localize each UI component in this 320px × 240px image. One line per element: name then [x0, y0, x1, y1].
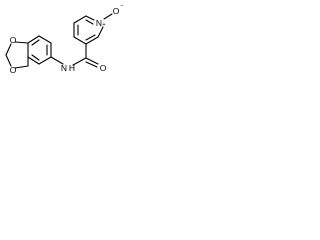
dioxole-oxygen-top: O [10, 35, 17, 45]
oxygen-negative-charge: − [120, 3, 123, 9]
dioxole-ring [5, 41, 29, 69]
dioxole-oxygen-bottom: O [10, 65, 17, 75]
carbonyl-oxygen: O [100, 63, 107, 73]
amide-nitrogen: N [61, 63, 67, 73]
n-oxide-oxygen: O [113, 6, 120, 16]
n-carbonyl-bond [72, 57, 87, 66]
amide-hydrogen: H [69, 63, 75, 73]
carbonyl-double-bond [85, 57, 99, 68]
aryl-n-bond [50, 56, 64, 65]
benzene-ring [27, 35, 52, 65]
chemical-structure-diagram: O O N H O N + O − [5, 3, 124, 75]
n-oxide-bond [103, 13, 113, 20]
pyridine-ring [73, 15, 104, 45]
pyridine-nitrogen: N [96, 18, 102, 28]
nitrogen-positive-charge: + [102, 22, 105, 28]
